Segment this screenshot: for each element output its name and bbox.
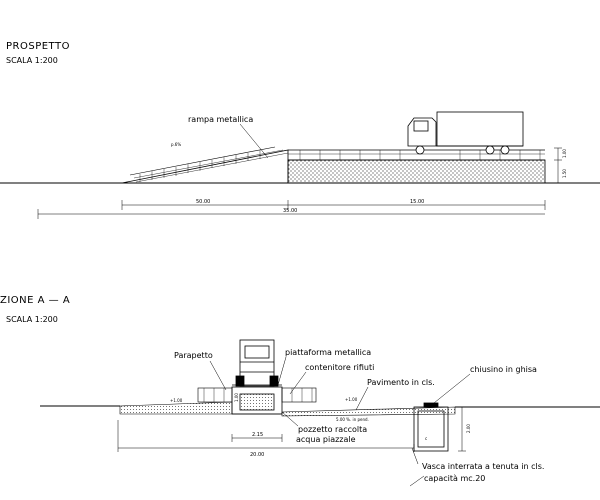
prospetto-scale: SCALA 1:200	[6, 56, 58, 65]
leader-chiusino	[433, 373, 471, 404]
ramp-slope-mark: p.6%	[171, 142, 181, 147]
tank-mark: c	[425, 436, 427, 441]
height-dim-b: 1.50	[562, 169, 567, 178]
ramp-leader	[239, 123, 269, 159]
section-dimensions	[117, 406, 466, 452]
ramp	[121, 146, 289, 184]
section-view: ZIONE A — A SCALA 1:200	[0, 295, 600, 487]
underground-tank	[413, 402, 449, 452]
dim-total-length: 35.00	[283, 208, 297, 214]
leader-pozzetto	[281, 411, 299, 427]
height-dim-a: 1.00	[562, 149, 567, 158]
platform-section	[231, 384, 283, 415]
parapet-right-rails	[291, 388, 313, 402]
label-vasca-2: capacità mc.20	[424, 474, 485, 483]
section-title: ZIONE A — A	[0, 295, 70, 306]
dim-small: 1.00	[234, 393, 239, 402]
pavement-slab	[119, 401, 456, 417]
parapet-left-block	[197, 387, 233, 403]
leader-parapetto	[209, 360, 227, 391]
slope-note: 5.00 %. in pend.	[336, 417, 369, 422]
section-scale: SCALA 1:200	[6, 315, 58, 324]
label-parapetto: Parapetto	[174, 351, 213, 360]
dim-tank-height: 2.00	[466, 424, 471, 433]
leader-piattaforma	[277, 356, 287, 386]
ramp-label: rampa metallica	[188, 115, 253, 124]
level-left: +1.00	[170, 398, 183, 403]
length-dimensions	[37, 200, 546, 219]
leader-pavimento	[355, 386, 369, 411]
label-pozzetto-2: acqua piazzale	[296, 435, 356, 444]
label-contenitore: contenitore rifiuti	[305, 363, 374, 372]
label-chiusino: chiusino in ghisa	[470, 365, 537, 374]
truck-rear	[235, 339, 279, 387]
leader-vasca-b	[409, 475, 425, 487]
label-pavimento: Pavimento in cls.	[367, 378, 435, 387]
leader-contenitore	[289, 371, 307, 395]
parapet-right-block	[281, 387, 317, 403]
prospetto-view: PROSPETTO SCALA 1:200 p.	[0, 41, 600, 219]
height-dimension	[554, 147, 562, 184]
truck-elevation	[407, 111, 524, 155]
prospetto-title: PROSPETTO	[6, 41, 70, 52]
platform-elevation	[287, 149, 546, 184]
dim-section-total: 20.00	[250, 452, 264, 458]
dim-ramp-length: 50.00	[196, 199, 210, 205]
label-vasca-1: Vasca interrata a tenuta in cls.	[422, 462, 544, 471]
level-mid: +1.00	[345, 397, 358, 402]
label-piattaforma: piattaforma metallica	[285, 348, 371, 357]
leader-vasca	[411, 447, 419, 465]
label-pozzetto-1: pozzetto raccolta	[298, 425, 367, 434]
dim-platform-length: 15.00	[410, 199, 424, 205]
dim-2-15: 2.15	[252, 432, 263, 438]
parapet-left-rails	[203, 388, 225, 402]
